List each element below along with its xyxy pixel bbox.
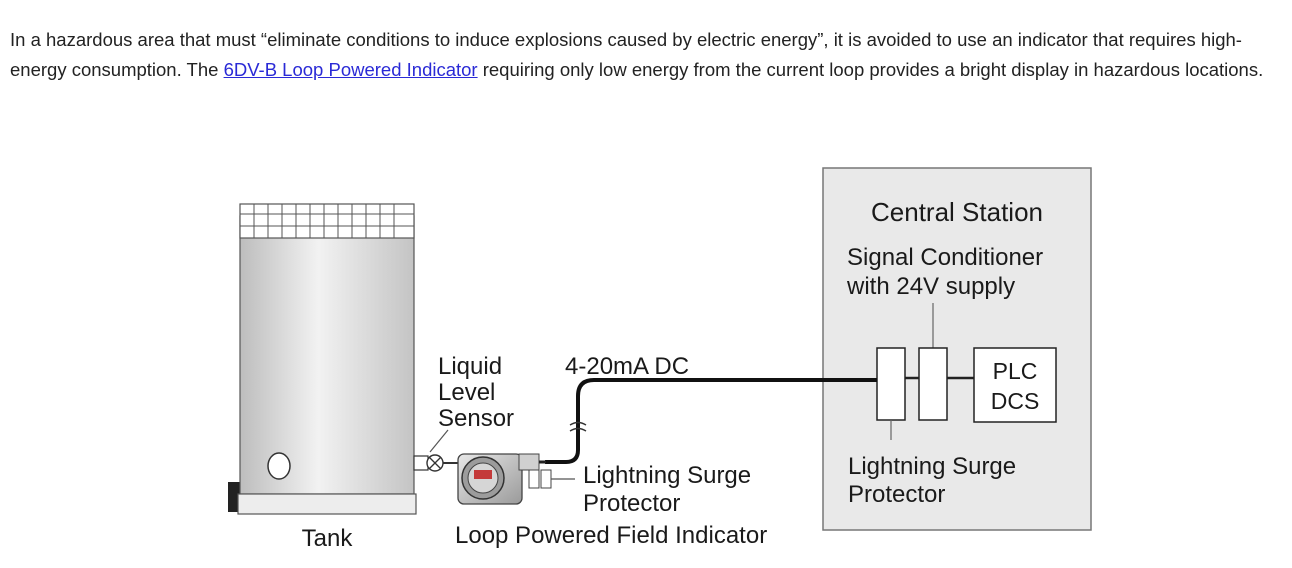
sensor-label-2: Level xyxy=(438,379,495,406)
field-surge-label: Lightning Surge xyxy=(583,462,751,489)
tank xyxy=(228,203,417,515)
field-surge-protector xyxy=(528,469,575,489)
intro-text-after: requiring only low energy from the curre… xyxy=(477,58,1264,80)
central-station-label: Central Station xyxy=(871,197,1043,227)
signal-type-label: 4-20mA DC xyxy=(565,353,689,380)
plc-label: PLC xyxy=(993,358,1038,384)
dcs-label: DCS xyxy=(991,388,1040,414)
field-indicator-label: Loop Powered Field Indicator xyxy=(455,522,767,549)
signal-conditioner-supply-label: with 24V supply xyxy=(846,273,1015,300)
field-surge-label-2: Protector xyxy=(583,490,680,517)
sensor-label-3: Sensor xyxy=(438,405,514,432)
field-indicator xyxy=(457,453,546,505)
signal-conditioner-label: Signal Conditioner xyxy=(847,244,1043,271)
intro-text-before: In a hazardous area that must “eliminate… xyxy=(10,28,1242,80)
station-surge-label: Lightning Surge xyxy=(848,453,1016,480)
station-surge-protector xyxy=(876,347,906,421)
sensor-label-1: Liquid xyxy=(438,353,502,380)
station-surge-label-2: Protector xyxy=(848,481,945,508)
plc-dcs-box xyxy=(973,347,1057,423)
product-link[interactable]: 6DV-B Loop Powered Indicator xyxy=(223,58,478,80)
intro-paragraph: In a hazardous area that must “eliminate… xyxy=(10,25,1282,85)
liquid-level-sensor xyxy=(413,454,458,472)
tank-label: Tank xyxy=(302,525,354,552)
signal-conditioner-module xyxy=(918,347,948,421)
